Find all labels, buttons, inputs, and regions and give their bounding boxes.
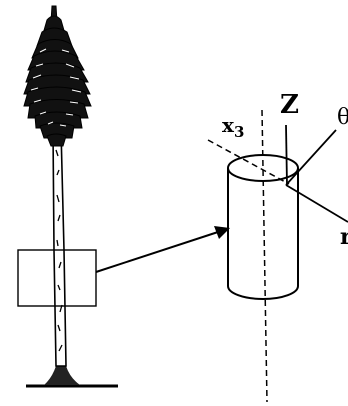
trunk-section-box <box>17 249 97 307</box>
tree-illustration <box>17 5 118 388</box>
vertical-dashed-axis <box>261 109 268 403</box>
tree-crown <box>23 5 92 147</box>
theta-axis-line <box>285 129 337 186</box>
x3-subscript: 3 <box>234 123 244 141</box>
crown-highlights <box>30 48 82 127</box>
z-axis-line <box>285 124 288 186</box>
r-axis-line <box>285 184 348 223</box>
x3-dashed-axis <box>207 139 290 185</box>
theta-axis-label: θ <box>337 105 348 130</box>
cylinder-body <box>227 168 299 300</box>
r-axis-label: r <box>340 224 348 250</box>
trunk-bark-texture <box>55 149 63 352</box>
cylinder-coordinate-system: Z θ x3 r <box>207 90 348 403</box>
x3-axis-label: x3 <box>222 113 244 141</box>
tree-root-flare <box>44 366 80 385</box>
pointer-arrow <box>95 226 230 273</box>
z-axis-label: Z <box>280 90 299 120</box>
